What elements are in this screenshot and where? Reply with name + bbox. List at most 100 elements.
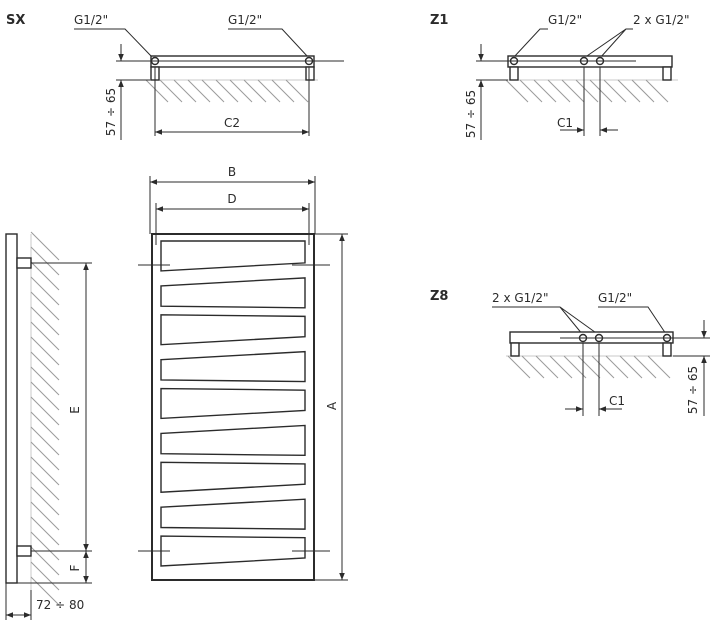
hatch-stroke: [285, 79, 309, 103]
radiator-tube: [160, 461, 306, 493]
z8-leg-left: [510, 342, 520, 357]
radiator-tubes: [160, 240, 306, 567]
hatch-stroke: [591, 355, 615, 379]
hatch-stroke: [30, 426, 60, 456]
hatch-stroke: [159, 79, 183, 103]
hatch-stroke: [645, 79, 669, 103]
sx-code: SX: [6, 13, 25, 28]
radiator-tube: [160, 424, 306, 457]
hatch-stroke: [575, 79, 599, 103]
radiator-tube: [160, 314, 306, 346]
sx-spacing-label: C2: [224, 116, 240, 130]
hatch-stroke: [30, 381, 60, 411]
z1-leader-right: [583, 28, 633, 59]
z8-port-right-label: G1/2": [598, 291, 632, 305]
z8-spacing-label: C1: [609, 394, 625, 408]
hatch-stroke: [535, 355, 559, 379]
z1-leader-left: [513, 28, 548, 58]
hatch-stroke: [521, 355, 545, 379]
side-wall-hatch: [30, 231, 60, 606]
hatch-stroke: [603, 79, 627, 103]
hatch-stroke: [589, 79, 613, 103]
hatch-stroke: [563, 355, 587, 379]
hatch-stroke: [30, 276, 60, 306]
sx-leg-right: [305, 66, 315, 81]
z1-leg-left: [509, 66, 519, 81]
z8-leader-left: [492, 306, 600, 336]
hatch-stroke: [507, 355, 531, 379]
side-radiator-profile: [5, 233, 18, 584]
sx-height-label: 57 ÷ 65: [104, 88, 118, 136]
hatch-stroke: [201, 79, 225, 103]
hatch-stroke: [633, 355, 657, 379]
hatch-stroke: [30, 561, 60, 591]
hatch-stroke: [30, 456, 60, 486]
side-spacing-label: E: [68, 406, 82, 414]
radiator-tube: [160, 277, 306, 309]
sx-port-left-label: G1/2": [74, 13, 108, 27]
hatch-stroke: [30, 231, 60, 261]
z1-wall-hatch: [505, 79, 678, 103]
front-width-outer-label: B: [228, 165, 236, 179]
z1-spacing-label: C1: [557, 116, 573, 130]
z1-connection-detail: Z1 G1/2" 2 x G1/2" 57 ÷ 65 C1: [430, 13, 690, 140]
z1-port-left-label: G1/2": [548, 13, 582, 27]
z8-height-label: 57 ÷ 65: [686, 366, 700, 414]
hatch-stroke: [30, 471, 60, 501]
side-bracket-bottom: [16, 545, 32, 557]
hatch-stroke: [187, 79, 211, 103]
hatch-stroke: [30, 246, 60, 276]
z8-leader-right: [598, 306, 667, 335]
hatch-stroke: [30, 291, 60, 321]
hatch-stroke: [519, 79, 543, 103]
z8-port-left-label: 2 x G1/2": [492, 291, 549, 305]
hatch-stroke: [30, 546, 60, 576]
z1-port-right-label: 2 x G1/2": [633, 13, 690, 27]
radiator-tube: [160, 387, 306, 420]
radiator-tube: [160, 498, 306, 530]
hatch-stroke: [30, 351, 60, 381]
hatch-stroke: [547, 79, 571, 103]
sx-leader-left: [74, 28, 153, 58]
hatch-stroke: [30, 336, 60, 366]
front-view: B D A: [138, 165, 348, 581]
hatch-stroke: [533, 79, 557, 103]
radiator-tube: [160, 535, 306, 567]
side-view: E F 72 ÷ 80: [5, 231, 92, 620]
hatch-stroke: [30, 261, 60, 291]
hatch-stroke: [30, 396, 60, 426]
hatch-stroke: [619, 355, 643, 379]
hatch-stroke: [549, 355, 573, 379]
hatch-stroke: [30, 501, 60, 531]
hatch-stroke: [30, 516, 60, 546]
sx-wall-hatch: [145, 79, 318, 103]
sx-port-right-label: G1/2": [228, 13, 262, 27]
hatch-stroke: [243, 79, 267, 103]
side-bracket-top: [16, 257, 32, 269]
z8-wall-hatch: [506, 355, 680, 379]
hatch-stroke: [271, 79, 295, 103]
sx-leader-right: [228, 28, 309, 58]
hatch-stroke: [631, 79, 655, 103]
hatch-stroke: [173, 79, 197, 103]
hatch-stroke: [257, 79, 281, 103]
hatch-stroke: [617, 79, 641, 103]
hatch-stroke: [229, 79, 253, 103]
z8-connection-detail: Z8 2 x G1/2" G1/2" 57 ÷ 65 C1: [430, 289, 710, 416]
hatch-stroke: [30, 486, 60, 516]
hatch-stroke: [145, 79, 169, 103]
z8-code: Z8: [430, 289, 448, 304]
hatch-stroke: [30, 531, 60, 561]
hatch-stroke: [605, 355, 629, 379]
hatch-stroke: [647, 355, 671, 379]
side-bottom-label: F: [68, 564, 82, 571]
hatch-stroke: [30, 366, 60, 396]
z1-height-label: 57 ÷ 65: [464, 90, 478, 138]
hatch-stroke: [30, 321, 60, 351]
radiator-frame: [151, 233, 315, 581]
hatch-stroke: [215, 79, 239, 103]
side-depth-label: 72 ÷ 80: [36, 598, 84, 612]
z1-code: Z1: [430, 13, 448, 28]
radiator-tube: [160, 350, 306, 383]
